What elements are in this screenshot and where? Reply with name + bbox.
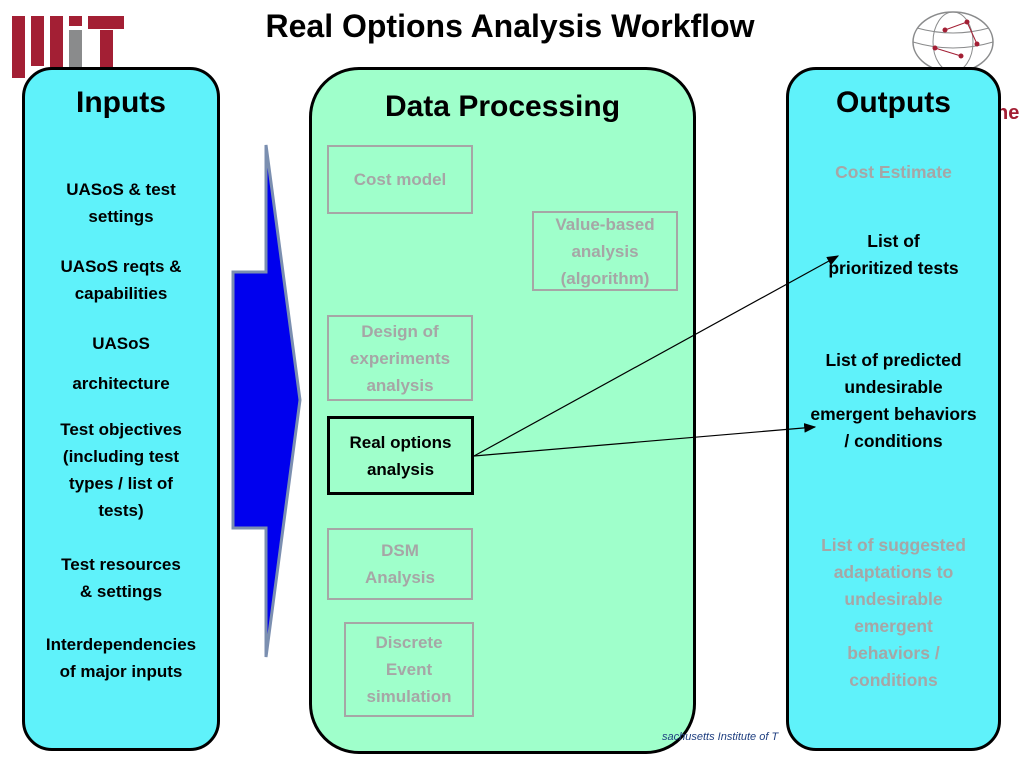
- output-line: / conditions: [844, 431, 943, 451]
- box-line: analysis: [366, 459, 435, 479]
- box-line: Value-based: [555, 214, 655, 234]
- input-line: UASoS reqts &: [60, 257, 182, 276]
- design-of-experiments-box: Design of experiments analysis: [327, 315, 473, 401]
- outputs-heading: Outputs: [836, 86, 951, 119]
- output-line: adaptations to: [833, 562, 954, 582]
- input-line: of major inputs: [59, 662, 183, 681]
- input-line: settings: [88, 207, 154, 226]
- box-line: Analysis: [365, 568, 435, 587]
- input-line: UASoS & test: [66, 180, 176, 199]
- cropped-logo-text: he: [996, 102, 1020, 124]
- input-item-interdependencies: Interdependencies of major inputs: [22, 631, 220, 685]
- globe-logo-icon: [912, 11, 994, 73]
- discrete-event-simulation-box: Discrete Event simulation: [344, 622, 474, 717]
- output-line: undesirable: [844, 589, 943, 609]
- output-line: prioritized tests: [828, 258, 959, 278]
- page-title: Real Options Analysis Workflow: [265, 8, 755, 44]
- input-line: UASoS: [92, 334, 150, 353]
- output-cost-estimate: Cost Estimate: [786, 159, 1001, 186]
- input-item-settings: UASoS & test settings: [22, 176, 220, 230]
- input-line: capabilities: [74, 284, 168, 303]
- input-line: Test objectives: [60, 420, 182, 439]
- inputs-heading: Inputs: [76, 86, 166, 119]
- box-line: Discrete: [375, 633, 443, 652]
- box-line: DSM: [381, 541, 419, 560]
- data-processing-heading: Data Processing: [384, 90, 621, 123]
- input-line: Interdependencies: [45, 635, 197, 654]
- input-item-test-objectives: Test objectives (including test types / …: [22, 416, 220, 524]
- box-line: analysis: [571, 241, 639, 261]
- input-line: Test resources: [61, 555, 181, 574]
- value-based-analysis-box: Value-based analysis (algorithm): [532, 211, 678, 291]
- input-item-uasos: UASoS: [22, 330, 220, 357]
- box-line: Design of: [361, 321, 439, 341]
- output-line: emergent behaviors: [810, 404, 977, 424]
- input-line: types / list of: [69, 474, 173, 493]
- output-line: emergent: [854, 616, 933, 636]
- output-line: List of predicted: [825, 350, 962, 370]
- input-line: tests): [98, 501, 144, 520]
- output-suggested-adaptations: List of suggested adaptations to undesir…: [786, 532, 1001, 694]
- flow-arrow-shape: [231, 144, 302, 658]
- input-item-reqts: UASoS reqts & capabilities: [22, 253, 220, 307]
- mit-logo: [12, 16, 124, 78]
- inputs-panel: [22, 67, 220, 751]
- output-line: conditions: [849, 670, 938, 690]
- dsm-analysis-box: DSM Analysis: [327, 528, 473, 600]
- input-line: architecture: [72, 374, 170, 393]
- input-item-test-resources: Test resources & settings: [22, 551, 220, 605]
- box-line: (algorithm): [560, 268, 650, 288]
- box-line: experiments: [349, 348, 451, 368]
- output-line: List of suggested: [821, 535, 966, 555]
- output-line: behaviors /: [847, 643, 940, 663]
- input-line: (including test: [62, 447, 180, 466]
- input-line: & settings: [79, 582, 163, 601]
- box-line: Cost model: [353, 170, 447, 189]
- box-line: analysis: [366, 375, 434, 395]
- output-line: undesirable: [844, 377, 943, 397]
- real-options-analysis-box: Real options analysis: [327, 416, 474, 495]
- output-predicted-behaviors: List of predicted undesirable emergent b…: [786, 347, 1001, 455]
- output-line: List of: [867, 231, 920, 251]
- input-item-architecture: architecture: [22, 370, 220, 397]
- output-line: Cost Estimate: [835, 162, 952, 182]
- box-line: Event: [385, 660, 433, 679]
- output-prioritized-tests: List of prioritized tests: [786, 228, 1001, 282]
- footer-text: sachusetts Institute of T: [662, 731, 779, 743]
- box-line: simulation: [366, 687, 452, 706]
- cost-model-box: Cost model: [327, 145, 473, 214]
- box-line: Real options: [349, 432, 452, 452]
